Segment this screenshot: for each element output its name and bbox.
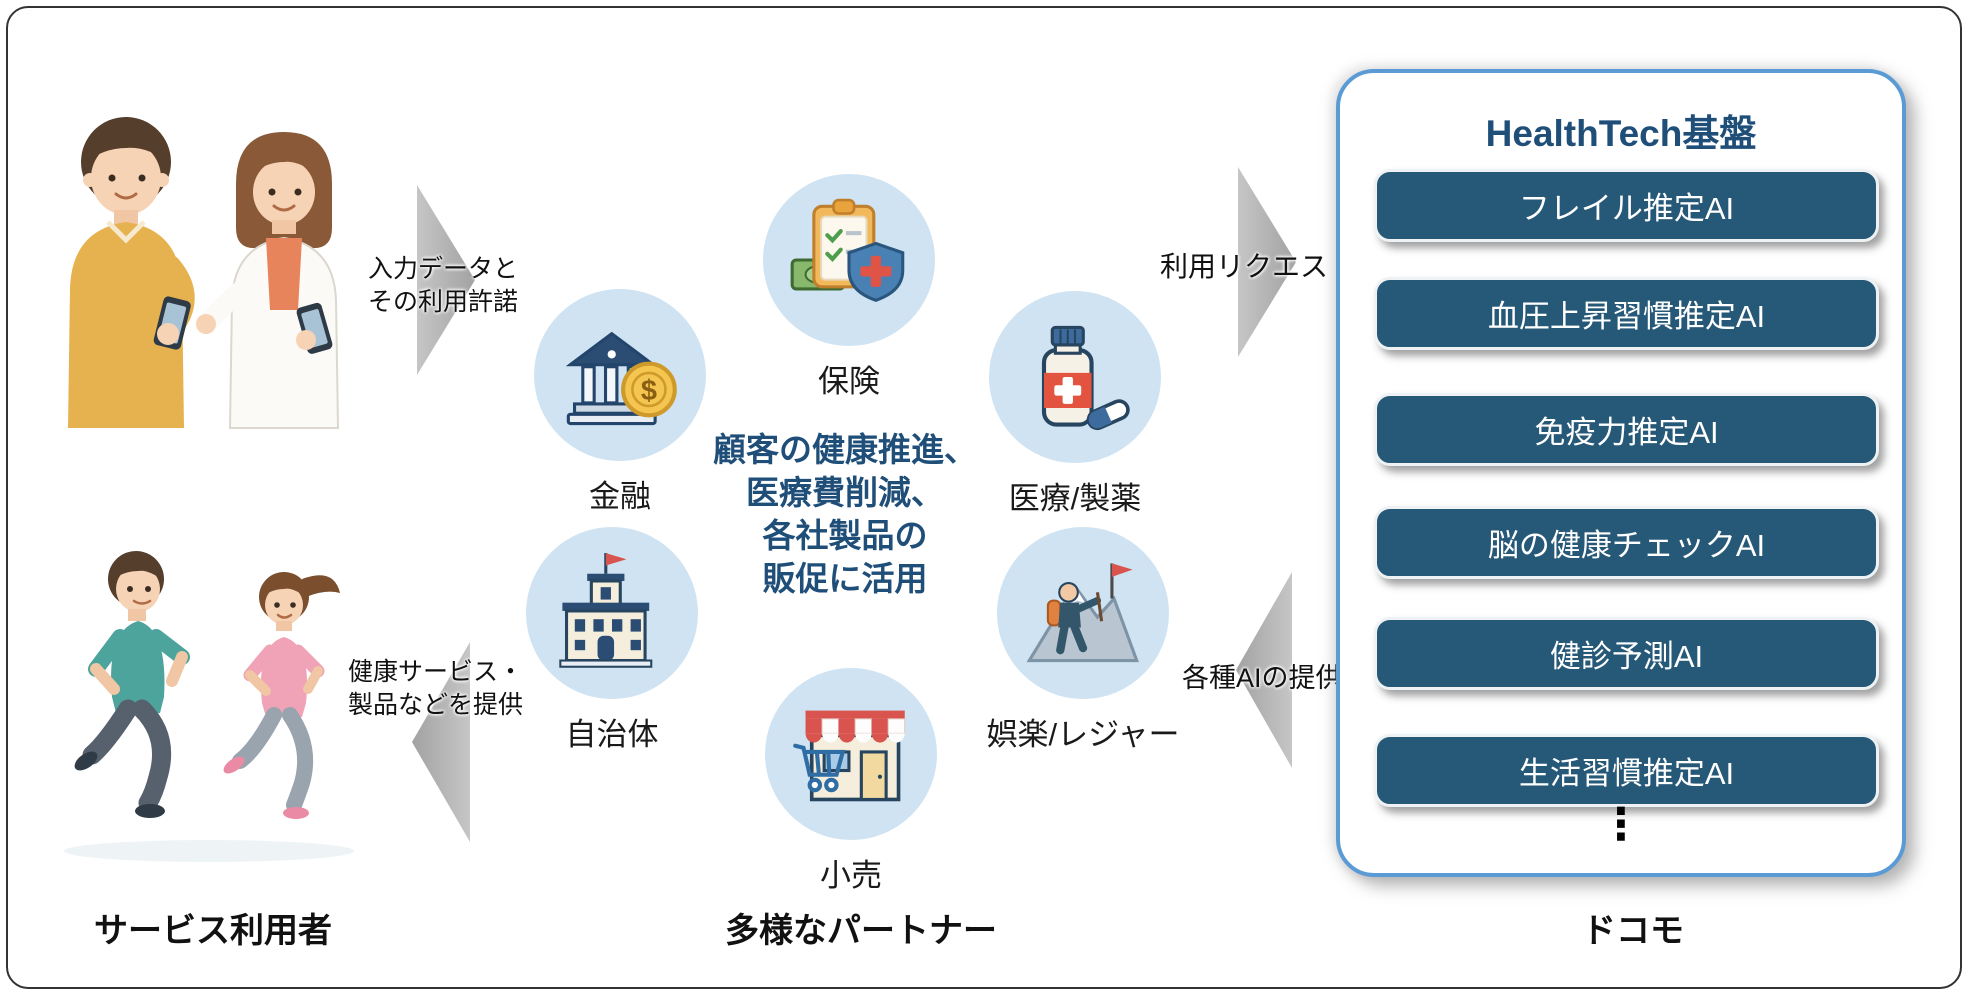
ai-module-lifestyle: 生活習慣推定AI [1374, 734, 1879, 807]
ai-provision-label: 各種AIの提供 [1182, 663, 1343, 693]
arrow-use-request-right [1238, 167, 1296, 357]
insurance-icon [790, 198, 905, 302]
partner-retail: 小売 [765, 668, 937, 895]
arrow-ai-provision-left [1236, 572, 1292, 768]
users-with-smartphones-illustration [68, 117, 340, 429]
partner-insurance: 保険 [763, 174, 935, 401]
man-with-phone [68, 117, 195, 428]
retail-icon [793, 710, 906, 802]
partner-municipality: 自治体 [526, 527, 698, 754]
partner-label: 保険 [818, 364, 880, 399]
municipality-icon [559, 553, 653, 668]
woman-with-phone [196, 132, 340, 429]
platform-title: HealthTech基盤 [1485, 113, 1757, 154]
jogging-man [74, 551, 190, 818]
partner-finance: $ 金融 [534, 289, 706, 516]
ai-module-blood-pressure: 血圧上昇習慣推定AI [1374, 277, 1879, 350]
partner-leisure: 娯楽/レジャー [986, 527, 1180, 754]
partner-label: 自治体 [565, 717, 659, 752]
arrow-input-data-right [417, 185, 475, 375]
ai-module-checkup: 健診予測AI [1374, 617, 1879, 690]
users-section-label: サービス利用者 [94, 912, 332, 950]
partner-benefits-message: 顧客の健康推進、 医療費削減、 各社製品の 販促に活用 [713, 431, 977, 597]
partner-label: 娯楽/レジャー [986, 717, 1180, 752]
input-data-label: 入力データと その利用許諾 [368, 255, 519, 316]
partner-medical-pharma: 医療/製薬 [989, 291, 1161, 518]
jogging-woman [223, 572, 340, 819]
bank-icon: $ [565, 331, 677, 426]
ai-module-brain-health: 脳の健康チェックAI [1374, 506, 1879, 579]
use-request-label: 利用リクエスト [1160, 251, 1357, 282]
partners-section-label: 多様なパートナー [725, 912, 997, 950]
partner-label: 金融 [589, 479, 651, 514]
healthtech-platform-panel: HealthTech基盤 フレイル推定AI 血圧上昇習慣推定AI 免疫力推定AI… [1336, 69, 1906, 877]
more-modules-ellipsis: ⋮ [1599, 800, 1643, 849]
joggers-illustration [64, 551, 354, 862]
provide-services-label: 健康サービス・ 製品などを提供 [348, 658, 524, 719]
medicine-icon [1041, 325, 1130, 431]
ai-module-frailty: フレイル推定AI [1374, 169, 1879, 242]
partner-label: 医療/製薬 [1008, 481, 1142, 516]
svg-text:$: $ [641, 375, 657, 407]
shopping-cart-icon [793, 743, 846, 793]
partner-label: 小売 [820, 858, 882, 893]
ai-module-immunity: 免疫力推定AI [1374, 393, 1879, 466]
docomo-section-label: ドコモ [1582, 912, 1684, 950]
arrow-provide-services-left [412, 642, 470, 842]
leisure-icon [1026, 563, 1139, 663]
